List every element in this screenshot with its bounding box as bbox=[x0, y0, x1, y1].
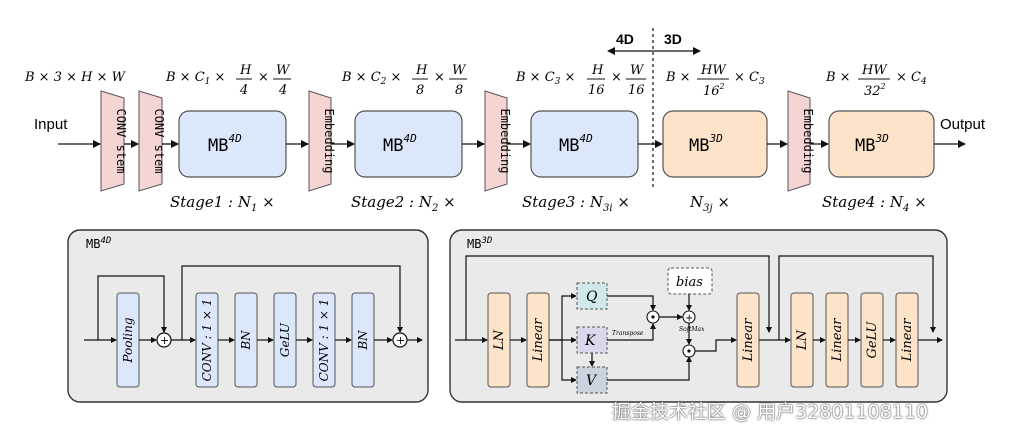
stage4-caption: Stage4 : N4 × bbox=[822, 193, 927, 214]
mb3d-detail-panel: MB3D LN Linear Q K V Transpose bias bbox=[449, 229, 948, 403]
svg-text:Linear: Linear bbox=[531, 318, 546, 363]
svg-text:Linear: Linear bbox=[741, 318, 756, 363]
stage3-caption: Stage3 : N3i × bbox=[522, 193, 630, 214]
svg-text:CONV stem: CONV stem bbox=[152, 108, 166, 173]
frac-w4-den: 4 bbox=[278, 83, 287, 98]
svg-text:Linear: Linear bbox=[900, 318, 915, 363]
add-sign: + bbox=[396, 334, 405, 347]
conv-stem-2: CONV stem bbox=[138, 90, 166, 192]
frac-h4-den: 4 bbox=[239, 83, 248, 98]
svg-text:MB3D: MB3D bbox=[855, 132, 889, 156]
shape-stage3j: B × bbox=[665, 70, 691, 85]
svg-text:Embedding: Embedding bbox=[801, 108, 815, 173]
stage-captions: Stage1 : N1 × Stage2 : N2 × Stage3 : N3i… bbox=[170, 193, 927, 214]
mb3d-panel-title: MB3D bbox=[467, 236, 492, 251]
frac-hw16-den: 162 bbox=[703, 82, 725, 99]
svg-text:K: K bbox=[584, 333, 597, 349]
frac-h4-num: H bbox=[239, 63, 252, 78]
frac-hw32-num: HW bbox=[861, 63, 888, 78]
mb4d-block-stage3: MB4D bbox=[530, 110, 639, 178]
svg-text:MB4D: MB4D bbox=[208, 132, 242, 156]
svg-text:GeLU: GeLU bbox=[278, 322, 292, 357]
times-sign: × bbox=[611, 70, 622, 85]
frac-hw32-den: 322 bbox=[864, 82, 886, 99]
stage1-caption: Stage1 : N1 × bbox=[170, 193, 275, 214]
times-c4: × C4 bbox=[896, 70, 927, 87]
conv-stem-1: CONV stem bbox=[100, 90, 128, 192]
svg-text:CONV : 1 × 1: CONV : 1 × 1 bbox=[317, 299, 331, 382]
input-label: Input bbox=[34, 116, 68, 133]
add-sign: + bbox=[160, 334, 169, 347]
v-box bbox=[576, 366, 608, 394]
svg-text:Q: Q bbox=[586, 289, 598, 305]
svg-text:SoftMax: SoftMax bbox=[679, 326, 705, 333]
svg-text:LN: LN bbox=[492, 329, 507, 351]
frac-w16-num: W bbox=[630, 63, 645, 78]
frac-hw16-num: HW bbox=[700, 63, 727, 78]
svg-text:GeLU: GeLU bbox=[865, 320, 880, 358]
svg-text:Embedding: Embedding bbox=[498, 108, 512, 173]
times-sign: × bbox=[258, 70, 269, 85]
q-box bbox=[576, 282, 608, 310]
output-label: Output bbox=[940, 116, 986, 133]
svg-text:Embedding: Embedding bbox=[322, 108, 336, 173]
frac-h16-den: 16 bbox=[588, 83, 605, 98]
shape-input: B × 3 × H × W bbox=[24, 70, 127, 85]
frac-h8-num: H bbox=[415, 63, 428, 78]
shape-annotations: B × 3 × H × W B × C1 × H 4 × W 4 B × C2 … bbox=[24, 63, 927, 99]
frac-h8-den: 8 bbox=[416, 83, 424, 98]
svg-text:MB4D: MB4D bbox=[559, 132, 593, 156]
svg-text:Transpose: Transpose bbox=[612, 330, 644, 337]
bias-box bbox=[667, 267, 713, 295]
svg-text:Linear: Linear bbox=[830, 318, 845, 363]
add-sign: + bbox=[685, 313, 693, 324]
mb4d-panel-title: MB4D bbox=[86, 236, 111, 251]
mb4d-detail-panel: MB4D Pooling + CONV : 1 × 1 BN GeLU CONV… bbox=[67, 229, 429, 403]
mb3d-block-stage3: MB3D bbox=[662, 110, 768, 178]
svg-text:MB4D: MB4D bbox=[383, 132, 417, 156]
shape-stage2: B × C2 × bbox=[341, 70, 401, 87]
svg-text:MB3D: MB3D bbox=[689, 132, 723, 156]
times-c3: × C3 bbox=[734, 70, 765, 87]
svg-text:BN: BN bbox=[356, 330, 370, 351]
svg-text:Pooling: Pooling bbox=[121, 317, 135, 363]
mb4d-block-stage2: MB4D bbox=[354, 110, 463, 178]
frac-w8-num: W bbox=[452, 63, 467, 78]
svg-text:LN: LN bbox=[795, 329, 810, 351]
watermark-text: 掘金技术社区 @ 用户3280110811​0 bbox=[612, 401, 929, 423]
mb4d-block-stage1: MB4D bbox=[178, 110, 287, 178]
frac-w8-den: 8 bbox=[455, 83, 463, 98]
svg-text:CONV stem: CONV stem bbox=[114, 108, 128, 173]
svg-text:V: V bbox=[586, 373, 598, 389]
shape-stage1: B × C1 × bbox=[165, 70, 225, 87]
svg-text:bias: bias bbox=[676, 275, 703, 290]
times-sign: × bbox=[434, 70, 445, 85]
svg-text:BN: BN bbox=[239, 330, 253, 351]
shape-stage3: B × C3 × bbox=[515, 70, 575, 87]
mb3d-block-stage4: MB3D bbox=[828, 110, 935, 178]
frac-h16-num: H bbox=[591, 63, 604, 78]
embedding-3: Embedding bbox=[787, 90, 815, 192]
shape-stage4: B × bbox=[825, 70, 851, 85]
embedding-1: Embedding bbox=[308, 90, 336, 192]
region-4d-label: 4D bbox=[616, 31, 634, 47]
frac-w16-den: 16 bbox=[628, 83, 645, 98]
region-3d-label: 3D bbox=[664, 31, 682, 47]
stage2-caption: Stage2 : N2 × bbox=[351, 193, 456, 214]
svg-text:CONV : 1 × 1: CONV : 1 × 1 bbox=[200, 299, 214, 382]
stage3j-caption: N3j × bbox=[689, 193, 730, 214]
frac-w4-num: W bbox=[276, 63, 291, 78]
embedding-2: Embedding bbox=[484, 90, 512, 192]
